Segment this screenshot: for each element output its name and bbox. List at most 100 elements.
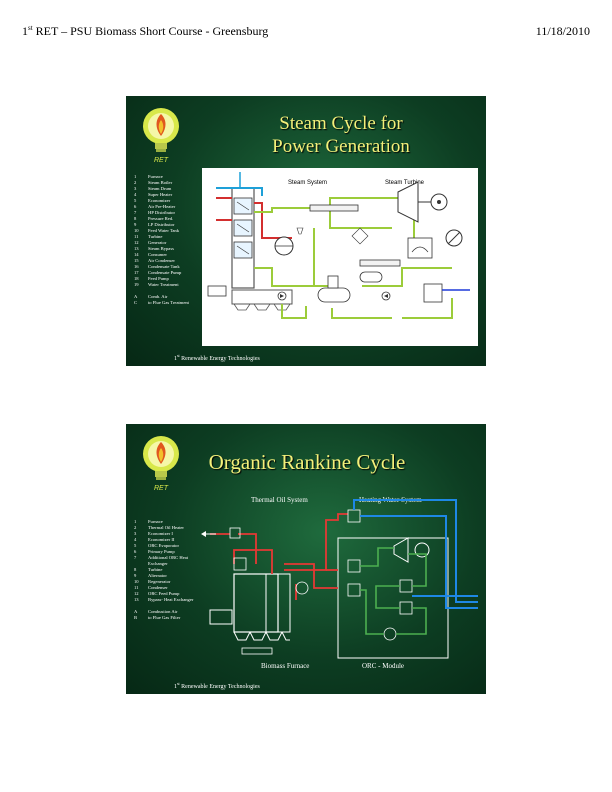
legend-key: 4: [134, 192, 137, 197]
legend-item: 1 Furnace: [134, 519, 198, 525]
legend-item: 16 Condensate Tank: [134, 264, 198, 270]
legend-value: Pressure Red.: [148, 216, 174, 221]
legend-value: to Flue Gas Filter: [148, 615, 181, 620]
legend-item: 7 HP Distributor: [134, 210, 198, 216]
legend-value: Regenerator: [148, 579, 171, 584]
bulb-logo-icon: RET: [143, 436, 179, 492]
legend-value: ORC Feed Pump: [148, 591, 180, 596]
legend-value: Comb. Air: [148, 294, 168, 299]
legend-key: 11: [134, 234, 139, 239]
legend-value: Furnace: [148, 519, 163, 524]
legend-key: 8: [134, 216, 137, 221]
page-header-date: 11/18/2010: [535, 24, 590, 38]
legend-value: Bypass- Heat Exchanger: [148, 597, 194, 602]
legend-key: 3: [134, 186, 137, 191]
steam-cycle-schematic: [207, 172, 470, 319]
legend-key: A: [134, 609, 138, 614]
legend-value: Consumer: [148, 252, 167, 257]
legend-item: 1 Furnace: [134, 174, 198, 180]
legend-key: 16: [134, 264, 139, 269]
legend-item: 12 Generator: [134, 240, 198, 246]
legend-key: 10: [134, 228, 139, 233]
legend-key: 12: [134, 591, 139, 596]
legend-item: 14 Consumer: [134, 252, 198, 258]
legend-value: Generator: [148, 240, 167, 245]
slide-title: Steam Cycle for Power Generation: [272, 113, 410, 157]
legend-item: 12 ORC Feed Pump: [134, 591, 198, 597]
legend-value: Furnace: [148, 174, 163, 179]
legend-key: 9: [134, 573, 137, 578]
legend-value: Economizer II: [148, 537, 175, 542]
legend-key: 7: [134, 210, 137, 215]
legend-item: 6 Air Pre-Heater: [134, 204, 198, 210]
legend-key: 18: [134, 276, 139, 281]
legend-value: Feed Water Tank: [148, 228, 180, 233]
biomass-furnace-label: Biomass Furnace: [261, 662, 310, 670]
legend-item: 2 Thermal Oil Heater: [134, 525, 198, 531]
legend-value: Turbine: [148, 567, 163, 572]
legend-key: 17: [134, 270, 139, 275]
thermal-oil-label: Thermal Oil System: [251, 496, 308, 504]
legend-value: LP Distributor: [148, 222, 175, 227]
legend-key: 7: [134, 555, 137, 560]
legend-item: 18 Feed Pump: [134, 276, 198, 282]
legend-value: Air Pre-Heater: [148, 204, 176, 209]
legend-key: 3: [134, 531, 137, 536]
legend-item: 19 Water Treatment: [134, 282, 198, 288]
legend-value: Primary Pump: [148, 549, 175, 554]
legend-value: HP Distributor: [148, 210, 176, 215]
legend-key: 6: [134, 204, 137, 209]
legend-key: 19: [134, 282, 139, 287]
legend-key: 12: [134, 240, 139, 245]
legend-key: 15: [134, 258, 139, 263]
bulb-logo-icon: RET: [143, 108, 179, 164]
steam-cycle-diagram: Steam System Steam Turbine: [202, 168, 478, 346]
legend-value: Condensate Tank: [148, 264, 180, 269]
legend-key: 1: [134, 519, 137, 524]
legend-value: Water Treatment: [148, 282, 179, 287]
legend-key: 14: [134, 252, 139, 257]
legend-key: 9: [134, 222, 137, 227]
slide-footer: 1st Renewable Energy Technologies: [174, 681, 260, 690]
legend-item: A Combustion Air: [134, 609, 198, 615]
legend-value: Thermal Oil Heater: [148, 525, 184, 530]
legend-value: Turbine: [148, 234, 163, 239]
legend-key: 1: [134, 174, 137, 179]
legend-item: 2 Steam Boiler: [134, 180, 198, 186]
orc-schematic: [201, 499, 478, 659]
slide-title: Organic Rankine Cycle: [208, 450, 406, 474]
legend-value: Air Condenser: [148, 258, 175, 263]
legend-key: 4: [134, 537, 137, 542]
legend-item: 4 Super Heater: [134, 192, 198, 198]
legend-key: 2: [134, 180, 137, 185]
legend-key: 5: [134, 543, 137, 548]
legend-value: Condenser: [148, 585, 168, 590]
legend-key: 2: [134, 525, 137, 530]
svg-text:RET: RET: [154, 485, 169, 492]
steam-turbine-label: Steam Turbine: [385, 180, 425, 186]
legend-value: Economizer: [148, 198, 171, 203]
legend-item: 7 Additional ORC Heat Exchanger: [134, 555, 198, 567]
legend-value: Super Heater: [148, 192, 173, 197]
slide-footer: 1st Renewable Energy Technologies: [174, 353, 260, 362]
svg-text:RET: RET: [154, 157, 169, 164]
orc-module-label: ORC - Module: [362, 662, 404, 670]
legend-value: Feed Pump: [148, 276, 169, 281]
legend-value: Combustion Air: [148, 609, 178, 614]
legend-value: Steam Boiler: [148, 180, 173, 185]
legend-key: 11: [134, 585, 139, 590]
legend-value: Additional ORC Heat Exchanger: [148, 555, 189, 566]
